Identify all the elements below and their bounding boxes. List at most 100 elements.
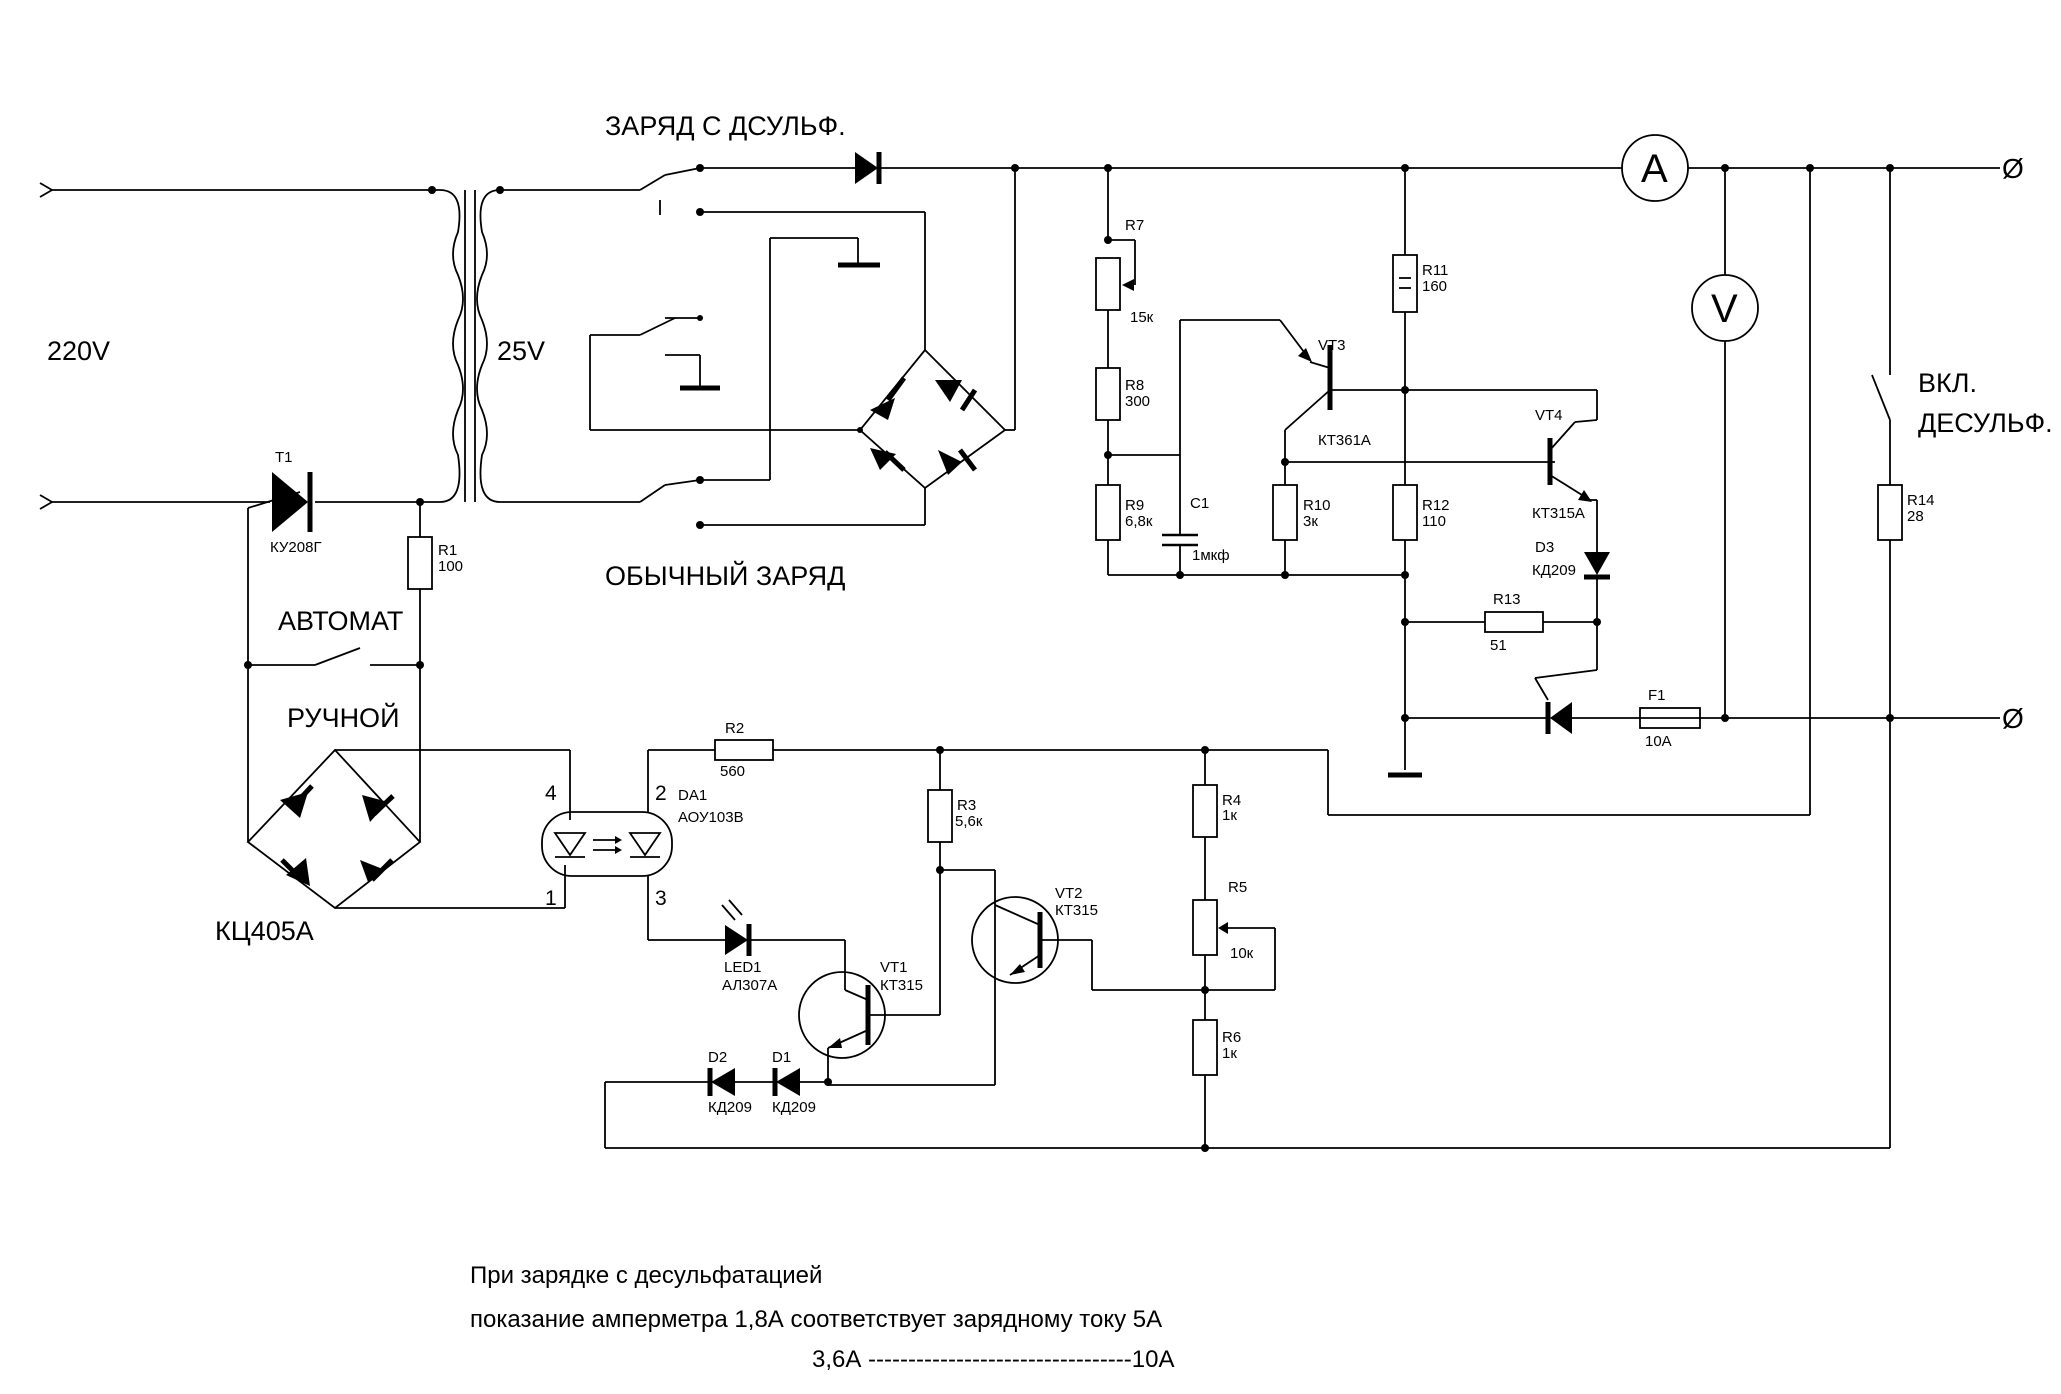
R6-ref: R6 xyxy=(1222,1029,1241,1046)
fuse-F1: F1 10А Ø xyxy=(1639,687,2024,750)
switch-desulf-line2: ДЕСУЛЬФ. xyxy=(1918,408,2053,438)
R3-ref: R3 xyxy=(957,797,976,814)
D1-type: КД209 xyxy=(772,1099,816,1116)
R1-ref: R1 xyxy=(438,542,457,559)
R4-value: 1к xyxy=(1222,807,1237,824)
divider-R4-R5-R6: R4 1к R5 10к R6 1к xyxy=(1092,750,1276,1148)
D3-type: КД209 xyxy=(1532,562,1576,579)
DA1-pin4: 4 xyxy=(545,782,557,805)
ammeter-label: A xyxy=(1641,147,1668,191)
output-thyristor xyxy=(1405,669,1640,734)
R3-value: 5,6к xyxy=(955,813,983,830)
input-voltage-label: 220V xyxy=(47,336,110,366)
R13-ref: R13 xyxy=(1493,591,1521,608)
voltmeter-label: V xyxy=(1711,287,1738,331)
mains-input: 220V xyxy=(39,182,440,510)
DA1-pin1: 1 xyxy=(545,887,557,910)
terminal-plus: Ø xyxy=(2002,153,2024,184)
mode-switch-desulf: ЗАРЯД С ДСУЛЬФ. xyxy=(605,111,1015,216)
secondary-voltage-label: 25V xyxy=(497,336,545,366)
F1-value: 10А xyxy=(1645,733,1672,750)
transistor-VT2: VT2 КТ315 xyxy=(828,885,1098,1086)
resistor-R13: R13 51 xyxy=(1405,591,1597,654)
R2-ref: R2 xyxy=(725,720,744,737)
R5-value: 10к xyxy=(1230,945,1254,962)
F1-ref: F1 xyxy=(1648,687,1666,704)
VT4-type: КТ315А xyxy=(1532,505,1585,522)
R6-value: 1к xyxy=(1222,1045,1237,1062)
R14-value: 28 xyxy=(1907,508,1924,525)
R12-value: 110 xyxy=(1422,513,1446,530)
R13-value: 51 xyxy=(1490,637,1507,654)
voltmeter: V xyxy=(1691,168,1759,722)
mode-normal-label: ОБЫЧНЫЙ ЗАРЯД xyxy=(605,560,845,591)
VT3-ref: VT3 xyxy=(1318,337,1346,354)
DA1-pin2: 2 xyxy=(655,782,667,805)
mode-auto-label: АВТОМАТ xyxy=(278,606,403,636)
bridge-KC405A: КЦ405А xyxy=(215,665,571,946)
D3-ref: D3 xyxy=(1535,539,1554,556)
C1-ref: C1 xyxy=(1190,495,1209,512)
diodes-D1-D2: D1 КД209 D2 КД209 xyxy=(604,1049,1890,1152)
R10-value: 3к xyxy=(1303,513,1318,530)
mode-manual-label: РУЧНОЙ xyxy=(287,702,399,733)
D2-type: КД209 xyxy=(708,1099,752,1116)
transistor-VT1: VT1 КТ315 xyxy=(798,959,940,1082)
resistors-R11-R12: R11 160 R12 110 xyxy=(1388,168,1450,778)
note-line3: 3,6А ---------------------------------10… xyxy=(812,1346,1174,1373)
D1-ref: D1 xyxy=(772,1049,791,1066)
R8-value: 300 xyxy=(1125,393,1150,410)
main-bridge xyxy=(857,164,1019,525)
R7-value: 15к xyxy=(1130,309,1154,326)
DA1-pin3: 3 xyxy=(655,887,667,910)
LED1-ref: LED1 xyxy=(724,959,762,976)
C1-value: 1мкф xyxy=(1192,547,1230,564)
transistor-VT4: VT4 КТ315А xyxy=(1405,389,1598,552)
bridge-input-label: КЦ405А xyxy=(215,916,314,946)
auto-manual-switch: АВТОМАТ РУЧНОЙ xyxy=(244,606,424,733)
positive-rail: A Ø xyxy=(1015,134,2024,202)
R12-ref: R12 xyxy=(1422,497,1450,514)
R8-ref: R8 xyxy=(1125,377,1144,394)
resistor-R2: R2 560 xyxy=(648,720,1810,816)
R10-ref: R10 xyxy=(1303,497,1331,514)
VT2-type: КТ315 xyxy=(1055,902,1098,919)
mode-desulf-label: ЗАРЯД С ДСУЛЬФ. xyxy=(605,111,846,141)
R4-ref: R4 xyxy=(1222,792,1241,809)
calibration-note: При зарядке с десульфатацией показание а… xyxy=(470,1262,1174,1373)
R1-value: 100 xyxy=(438,558,463,575)
terminal-minus: Ø xyxy=(2002,703,2024,734)
VT3-type: КТ361А xyxy=(1318,432,1371,449)
R2-value: 560 xyxy=(720,763,745,780)
VT1-ref: VT1 xyxy=(880,959,908,976)
capacitor-C1: C1 1мкф xyxy=(1162,319,1280,575)
transformer: 25V xyxy=(428,186,640,503)
R11-ref: R11 xyxy=(1422,262,1448,279)
optocoupler-DA1: 4 1 2 3 DA1 АОУ103В xyxy=(541,750,744,940)
desulf-switch: ВКЛ. ДЕСУЛЬФ. R14 28 xyxy=(1871,168,2053,1148)
DA1-ref: DA1 xyxy=(678,787,707,804)
thyristor-T1: T1 КУ208Г xyxy=(247,449,322,665)
LED1-type: АЛ307А xyxy=(722,977,777,994)
VT4-ref: VT4 xyxy=(1535,407,1563,424)
switch-desulf-line1: ВКЛ. xyxy=(1918,368,1977,398)
R9-ref: R9 xyxy=(1125,497,1144,514)
R14-ref: R14 xyxy=(1907,492,1935,509)
R9-value: 6,8к xyxy=(1125,513,1153,530)
T1-ref: T1 xyxy=(275,449,293,466)
resistor-R1: R1 100 xyxy=(407,498,463,665)
D2-ref: D2 xyxy=(708,1049,727,1066)
note-line2: показание амперметра 1,8А соответствует … xyxy=(470,1306,1162,1333)
diode-D3: D3 КД209 xyxy=(1532,539,1610,670)
R5-ref: R5 xyxy=(1228,879,1247,896)
resistor-R10: R10 3к xyxy=(1272,461,1555,541)
VT1-type: КТ315 xyxy=(880,977,923,994)
R7-ref: R7 xyxy=(1125,217,1144,234)
note-line1: При зарядке с десульфатацией xyxy=(470,1262,822,1289)
mode-switch-normal: ОБЫЧНЫЙ ЗАРЯД xyxy=(605,237,925,591)
transistor-VT3: VT3 КТ361А xyxy=(1279,319,1409,575)
middle-switch xyxy=(589,315,860,431)
divider-R7-R8-R9: R7 15к R8 300 R9 6,8к xyxy=(1095,168,1409,579)
DA1-type: АОУ103В xyxy=(678,809,744,826)
